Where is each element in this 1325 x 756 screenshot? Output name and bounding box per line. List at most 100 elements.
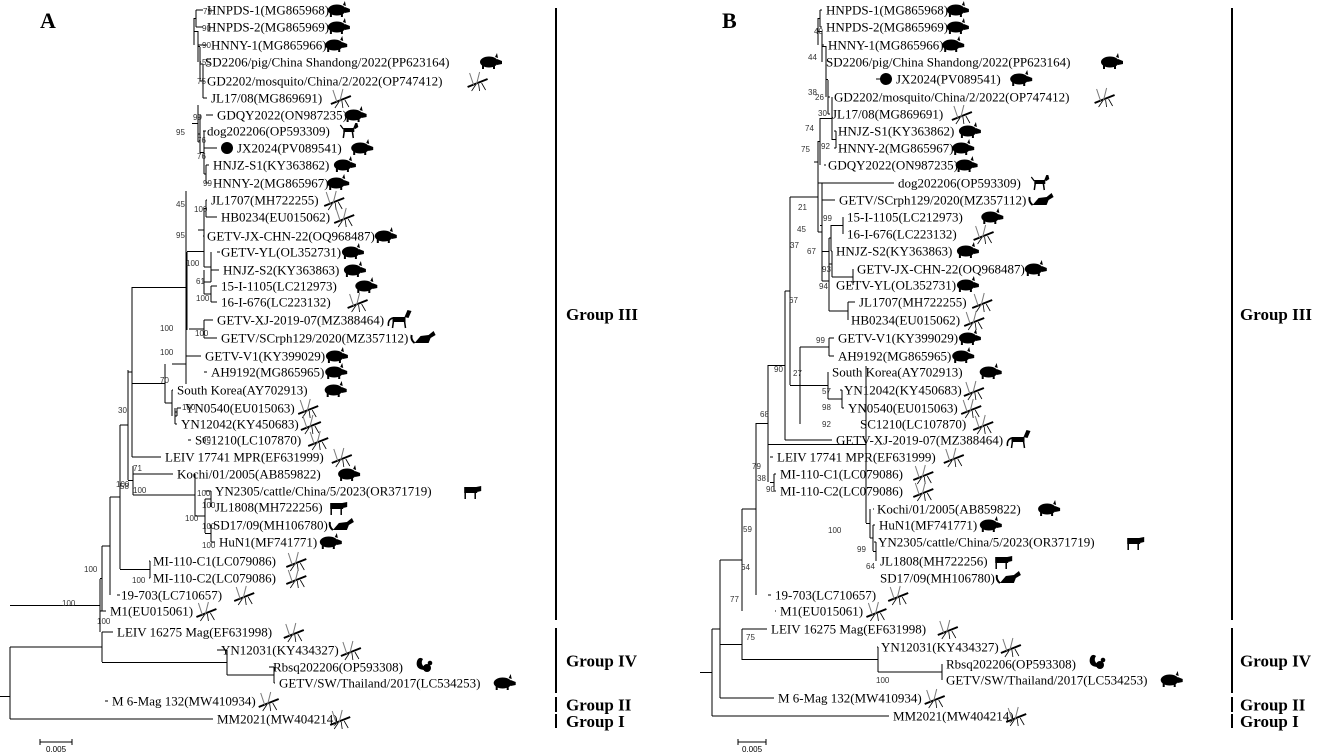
tip-37: LEIV 16275 Mag(EF631998) bbox=[742, 619, 959, 640]
mosquito-icon bbox=[866, 601, 887, 622]
tip-20: GETV/SCrph129/2020(MZ357112) bbox=[204, 331, 436, 346]
pig-icon bbox=[327, 174, 350, 190]
mosquito-icon bbox=[467, 71, 488, 92]
tip-41: M 6-Mag 132(MW410934) bbox=[105, 691, 280, 712]
taxon-label: HNNY-1(MG865966) bbox=[828, 38, 944, 53]
clade-node bbox=[756, 365, 769, 482]
pig-icon bbox=[319, 533, 342, 549]
pig-icon bbox=[341, 243, 364, 259]
tip-30: Kochi/01/2005(AB859822) bbox=[873, 500, 1061, 517]
taxon-label: South Korea(AY702913) bbox=[832, 365, 963, 380]
tip-3: HNNY-1(MG865966) bbox=[822, 36, 965, 53]
tip-7: JL17/08(MG869691) bbox=[828, 104, 973, 125]
bootstrap-value: 67 bbox=[789, 296, 798, 305]
highlight-dot-icon bbox=[880, 73, 892, 85]
clade-node bbox=[0, 674, 11, 719]
taxon-label: HNJZ-S2(KY363863) bbox=[836, 244, 952, 259]
taxon-label: JL17/08(MG869691) bbox=[211, 91, 322, 106]
squirrel-icon bbox=[416, 657, 433, 672]
mosquito-icon bbox=[924, 688, 946, 709]
bootstrap-value: 100 bbox=[97, 617, 111, 626]
tip-39: Rbsq202206(OP593308) bbox=[269, 657, 433, 675]
taxon-label: 19-703(LC710657) bbox=[121, 588, 222, 603]
taxon-label: 15-I-1105(LC212973) bbox=[847, 210, 963, 225]
clade-node bbox=[800, 372, 829, 399]
group-label: Group II bbox=[1240, 696, 1306, 715]
tip-32: HuN1(MF741771) bbox=[211, 533, 342, 550]
pig-icon bbox=[958, 122, 981, 138]
bootstrap-value: 45 bbox=[797, 225, 806, 234]
bootstrap-value: 100 bbox=[197, 489, 211, 498]
tip-6: GD2202/mosquito/China/2/2022(OP747412) bbox=[834, 87, 1115, 108]
clade-node bbox=[790, 347, 801, 424]
pig-icon bbox=[343, 261, 366, 277]
clade-node bbox=[128, 466, 134, 495]
bootstrap-value: 100 bbox=[62, 599, 76, 608]
bootstrap-value: 99 bbox=[193, 113, 202, 122]
pig-icon bbox=[942, 36, 965, 52]
clade-node bbox=[10, 579, 101, 632]
fox-icon bbox=[1028, 193, 1054, 206]
clade-node bbox=[204, 286, 212, 302]
bootstrap-value: 21 bbox=[798, 203, 807, 212]
taxon-label: SD2206/pig/China Shandong/2022(PP623164) bbox=[205, 55, 450, 70]
taxon-label: HuN1(MF741771) bbox=[879, 518, 977, 533]
taxon-label: GETV-JX-CHN-22(OQ968487) bbox=[857, 262, 1025, 277]
bootstrap-value: 100 bbox=[186, 259, 200, 268]
clade-node bbox=[10, 632, 103, 662]
pig-icon bbox=[1024, 260, 1047, 276]
taxon-label: GDQY2022(ON987235) bbox=[828, 158, 958, 173]
clade-node bbox=[768, 366, 867, 523]
taxon-label: GDQY2022(ON987235) bbox=[217, 108, 347, 123]
taxon-label: dog202206(OP593309) bbox=[898, 176, 1021, 191]
tip-28: Kochi/01/2005(AB859822) bbox=[133, 465, 361, 482]
mosquito-icon bbox=[340, 640, 362, 661]
mosquito-icon bbox=[912, 464, 934, 485]
taxon-label: JX2024(PV089541) bbox=[896, 72, 1001, 87]
bootstrap-value: 58 bbox=[120, 482, 129, 491]
clade-node bbox=[132, 191, 187, 384]
group-bracket-3: Group II bbox=[1231, 696, 1306, 715]
taxon-label: YN12042(KY450683) bbox=[844, 383, 962, 398]
tip-33: JL1808(MH722256) bbox=[880, 554, 1013, 569]
cattle-icon bbox=[1127, 537, 1145, 550]
bootstrap-value: 38 bbox=[808, 88, 817, 97]
taxon-label: GD2202/mosquito/China/2/2022(OP747412) bbox=[207, 74, 442, 89]
bootstrap-value: 38 bbox=[757, 474, 766, 483]
taxon-label: YN0540(EU015063) bbox=[848, 401, 958, 416]
bootstrap-value: 37 bbox=[790, 241, 799, 250]
taxon-label: HNPDS-2(MG865969) bbox=[207, 20, 329, 35]
group-bracket-1: Group III bbox=[1231, 8, 1312, 620]
clade-node bbox=[817, 18, 822, 45]
clade-node bbox=[198, 208, 205, 252]
pig-icon bbox=[327, 18, 350, 34]
fox-icon bbox=[410, 331, 436, 344]
clade-node bbox=[825, 62, 828, 97]
clade-node bbox=[720, 629, 743, 660]
tip-5: JX2024(PV089541) bbox=[876, 70, 1033, 87]
clade-node bbox=[878, 664, 943, 680]
mosquito-icon bbox=[972, 414, 994, 435]
clade-node bbox=[110, 425, 121, 569]
scale-bar: 0.005 bbox=[39, 739, 73, 754]
bootstrap-value: 55 bbox=[202, 58, 211, 67]
taxon-label: JL17/08(MG869691) bbox=[832, 107, 943, 122]
tip-31: SD17/09(MH106780) bbox=[209, 518, 354, 533]
tip-16: HNJZ-S2(KY363863) bbox=[211, 261, 366, 278]
tip-6: JL17/08(MG869691) bbox=[203, 88, 352, 109]
group-label: Group I bbox=[566, 712, 625, 731]
group-bracket-4: Group I bbox=[1231, 712, 1299, 731]
clade-node bbox=[227, 667, 275, 683]
taxon-label: M 6-Mag 132(MW410934) bbox=[778, 691, 922, 706]
bootstrap-value: 100 bbox=[202, 501, 216, 510]
clade-node bbox=[200, 131, 205, 174]
tip-8: dog202206(OP593309) bbox=[203, 123, 359, 139]
taxon-label: JX2024(PV089541) bbox=[237, 141, 342, 156]
tip-34: MI-110-C2(LC079086) bbox=[149, 568, 307, 589]
mosquito-icon bbox=[1000, 637, 1022, 658]
taxon-label: HNNY-2(MG865967) bbox=[838, 141, 954, 156]
taxon-label: SC1210(LC107870) bbox=[860, 417, 966, 432]
taxon-label: GD2202/mosquito/China/2/2022(OP747412) bbox=[834, 90, 1069, 105]
